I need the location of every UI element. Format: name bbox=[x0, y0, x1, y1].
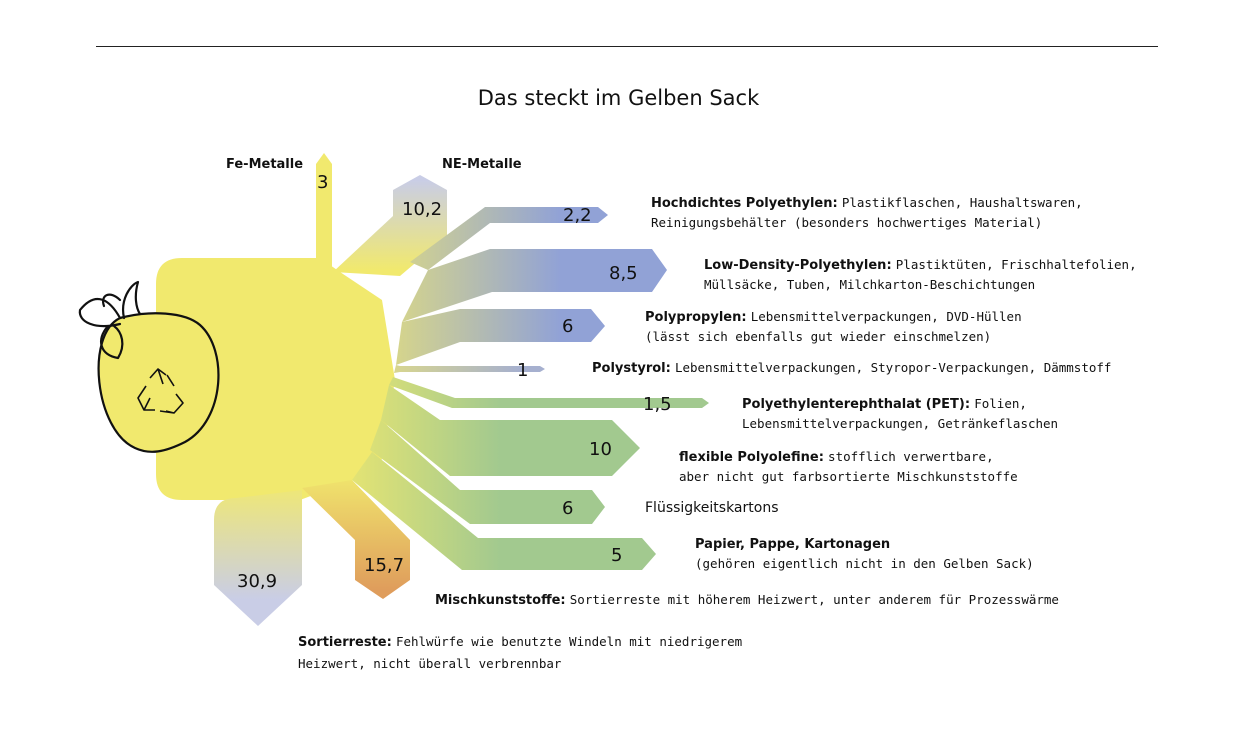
flow-misch bbox=[302, 480, 410, 599]
label-pap-name: Papier, Pappe, Kartonagen bbox=[695, 537, 891, 552]
label-sort-desc: Fehlwürfe wie benutzte Windeln mit niedr… bbox=[395, 634, 743, 649]
value-ne: 10,2 bbox=[402, 199, 442, 220]
recycle-icon bbox=[137, 368, 184, 414]
label-flex-desc: stofflich verwertbare, bbox=[828, 449, 994, 464]
value-pp: 6 bbox=[562, 316, 573, 337]
flow-sort bbox=[214, 490, 302, 626]
flow-ne bbox=[333, 175, 447, 276]
label-flex-name: flexible Polyolefine: bbox=[679, 450, 824, 465]
label-pap-desc2: (gehören eigentlich nicht in den Gelben … bbox=[695, 556, 1034, 571]
label-flex: flexible Polyolefine: stofflich verwertb… bbox=[679, 447, 1018, 487]
value-flex: 10 bbox=[589, 439, 612, 460]
label-ldpe-desc2: Müllsäcke, Tuben, Milchkarton-Beschichtu… bbox=[704, 277, 1036, 292]
value-hdpe: 2,2 bbox=[563, 205, 592, 226]
value-pap: 5 bbox=[611, 545, 622, 566]
flow-ldpe bbox=[402, 249, 667, 322]
label-fe: Fe-Metalle bbox=[226, 157, 304, 172]
chart-title: Das steckt im Gelben Sack bbox=[477, 86, 760, 110]
label-sort-desc2: Heizwert, nicht überall verbrennbar bbox=[298, 656, 562, 671]
label-hdpe: Hochdichtes Polyethylen: Plastikflaschen… bbox=[651, 193, 1083, 233]
label-misch: Mischkunststoffe: Sortierreste mit höher… bbox=[435, 590, 1059, 610]
label-pet-name: Polyethylenterephthalat (PET): bbox=[742, 397, 971, 412]
value-pet: 1,5 bbox=[643, 394, 672, 415]
label-ldpe-desc: Plastiktüten, Frischhaltefolien, bbox=[895, 257, 1137, 272]
label-pet-desc: Folien, bbox=[974, 396, 1027, 411]
label-pp-desc: Lebensmittelverpackungen, DVD-Hüllen bbox=[750, 309, 1022, 324]
flow-pp bbox=[396, 309, 605, 365]
flow-ps bbox=[394, 365, 545, 373]
label-misch-name: Mischkunststoffe: bbox=[435, 593, 566, 608]
garbage-bag-icon bbox=[78, 280, 220, 453]
label-fk: Flüssigkeitskartons bbox=[645, 499, 779, 518]
value-ldpe: 8,5 bbox=[609, 263, 638, 284]
flow-pap bbox=[352, 452, 656, 570]
label-hdpe-desc: Plastikflaschen, Haushaltswaren, bbox=[841, 195, 1083, 210]
label-ps-name: Polystyrol: bbox=[592, 361, 671, 376]
value-ps: 1 bbox=[517, 360, 528, 381]
label-misch-desc: Sortierreste mit höherem Heizwert, unter… bbox=[569, 592, 1059, 607]
value-fk: 6 bbox=[562, 498, 573, 519]
flow-flex bbox=[381, 385, 640, 476]
label-pp: Polypropylen: Lebensmittelverpackungen, … bbox=[645, 307, 1022, 347]
label-sort: Sortierreste: Fehlwürfe wie benutzte Win… bbox=[298, 631, 742, 675]
source-node bbox=[156, 258, 395, 500]
label-ldpe-name: Low-Density-Polyethylen: bbox=[704, 258, 892, 273]
label-ne: NE-Metalle bbox=[442, 157, 522, 172]
label-ps: Polystyrol: Lebensmittelverpackungen, St… bbox=[592, 358, 1111, 378]
label-pp-desc2: (lässt sich ebenfalls gut wieder einschm… bbox=[645, 329, 992, 344]
value-sort: 30,9 bbox=[237, 571, 277, 592]
label-flex-desc2: aber nicht gut farbsortierte Mischkunsts… bbox=[679, 469, 1018, 484]
label-hdpe-name: Hochdichtes Polyethylen: bbox=[651, 196, 838, 211]
label-sort-name: Sortierreste: bbox=[298, 635, 392, 650]
label-pp-name: Polypropylen: bbox=[645, 310, 747, 325]
label-ps-desc: Lebensmittelverpackungen, Styropor-Verpa… bbox=[674, 360, 1112, 375]
value-misch: 15,7 bbox=[364, 555, 404, 576]
flow-fk bbox=[370, 420, 605, 524]
top-rule bbox=[96, 46, 1158, 47]
flow-pet bbox=[389, 377, 709, 408]
flow-hdpe bbox=[410, 207, 608, 270]
value-fe: 3 bbox=[317, 172, 328, 193]
label-pap: Papier, Pappe, Kartonagen (gehören eigen… bbox=[695, 535, 1034, 574]
flow-fe bbox=[316, 153, 332, 270]
label-pet-desc2: Lebensmittelverpackungen, Getränkeflasch… bbox=[742, 416, 1059, 431]
label-pet: Polyethylenterephthalat (PET): Folien, L… bbox=[742, 394, 1058, 434]
label-fk-name: Flüssigkeitskartons bbox=[645, 500, 779, 516]
label-hdpe-desc2: Reinigungsbehälter (besonders hochwertig… bbox=[651, 215, 1043, 230]
label-ldpe: Low-Density-Polyethylen: Plastiktüten, F… bbox=[704, 255, 1137, 295]
